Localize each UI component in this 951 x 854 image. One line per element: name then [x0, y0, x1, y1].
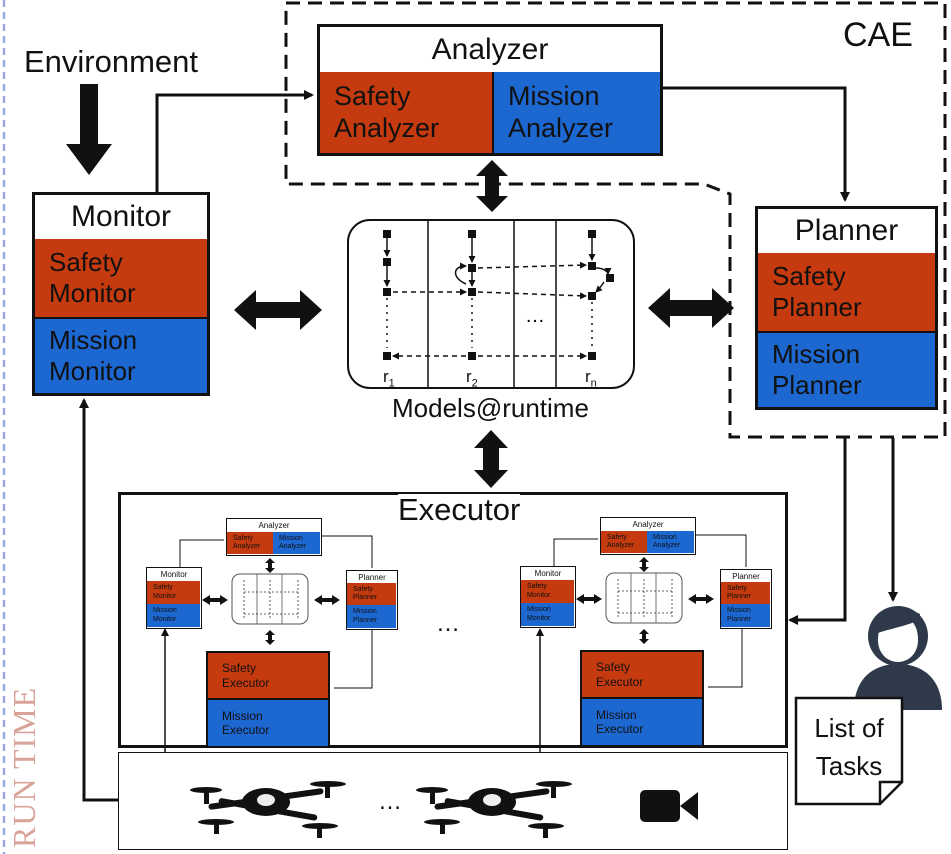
video-camera-icon	[640, 790, 698, 822]
model-col-rn-label: rn	[585, 367, 597, 390]
mission-analyzer-line1: Mission	[508, 80, 600, 111]
safety-analyzer: Safety Analyzer	[320, 72, 492, 153]
model-r2-graph	[454, 230, 476, 360]
tasks-line2: Tasks	[815, 750, 883, 781]
model-col-r2-label: r2	[466, 367, 478, 390]
run-time-label: RUN TIME	[6, 686, 42, 848]
person-icon	[854, 606, 942, 710]
cae-boundary	[284, 1, 947, 439]
mission-planner-line2: Planner	[772, 370, 862, 400]
safety-analyzer-line2: Analyzer	[334, 112, 440, 143]
analyzer-title: Analyzer	[320, 27, 660, 72]
model-rn-graph	[588, 230, 614, 360]
environment-label: Environment	[24, 44, 199, 79]
model-r1-graph	[383, 230, 391, 360]
analyzer-box: Analyzer Safety Analyzer Mission Analyze…	[317, 24, 663, 156]
mission-planner-line1: Mission	[772, 339, 861, 370]
safety-analyzer-line1: Safety	[334, 80, 411, 111]
safety-planner-line2: Planner	[772, 292, 862, 322]
planner-box: Planner Safety Planner Mission Planner	[755, 206, 938, 410]
mini-connectors-2	[553, 534, 747, 688]
safety-monitor-line1: Safety	[49, 247, 123, 278]
models-planner-double-arrow	[648, 288, 734, 328]
mission-analyzer: Mission Analyzer	[492, 72, 660, 153]
drone-icon	[416, 781, 572, 838]
executor-title: Executor	[398, 492, 521, 527]
list-of-tasks-label: List of Tasks	[797, 710, 901, 785]
planner-title: Planner	[758, 209, 935, 253]
model-col-r1-label: r1	[383, 367, 395, 390]
safety-monitor-line2: Monitor	[49, 278, 136, 308]
mini-planner-title: Planner	[347, 571, 397, 583]
models-runtime-box: …	[347, 219, 635, 389]
mission-monitor-line1: Mission	[49, 325, 138, 356]
monitor-to-analyzer-arrow	[155, 90, 314, 192]
drone-icon	[190, 781, 346, 838]
devices-to-monitor-arrow	[79, 398, 118, 802]
monitor-box: Monitor Safety Monitor Mission Monitor	[32, 192, 210, 396]
models-executor-double-arrow	[474, 430, 508, 488]
devices-ellipsis: …	[378, 788, 402, 815]
models-runtime-label: Models@runtime	[392, 393, 589, 423]
mini-analyzer-title: Analyzer	[601, 518, 695, 531]
mini-monitor-title: Monitor	[147, 568, 201, 581]
environment-arrow-shaft	[80, 84, 98, 144]
task-document-icon	[794, 696, 904, 806]
safety-planner: Safety Planner	[758, 253, 935, 331]
tasks-line1: List of	[814, 713, 884, 743]
mini-planner-title: Planner	[721, 570, 771, 582]
mission-planner: Mission Planner	[758, 331, 935, 407]
models-frame	[347, 219, 635, 389]
environment-arrow-head	[66, 144, 112, 175]
monitor-models-double-arrow	[234, 290, 322, 330]
safety-monitor: Safety Monitor	[35, 239, 207, 317]
mission-monitor-line2: Monitor	[49, 356, 136, 386]
planner-to-executor-arrow	[788, 438, 847, 625]
mini-analyzer-title: Analyzer	[227, 519, 321, 532]
mission-analyzer-line2: Analyzer	[508, 112, 614, 143]
monitor-title: Monitor	[35, 195, 207, 239]
models-ellipsis: …	[525, 305, 545, 327]
analyzer-models-double-arrow	[476, 160, 508, 212]
mini-monitor-title: Monitor	[521, 567, 575, 580]
mini-connectors-1	[179, 535, 373, 689]
model-cross-edges	[392, 261, 587, 360]
mission-monitor: Mission Monitor	[35, 317, 207, 393]
executor-box	[118, 492, 788, 748]
cae-label: CAE	[843, 16, 913, 54]
executor-ellipsis: …	[436, 610, 460, 637]
analyzer-to-planner-arrow	[662, 86, 850, 202]
safety-planner-line1: Safety	[772, 261, 846, 292]
